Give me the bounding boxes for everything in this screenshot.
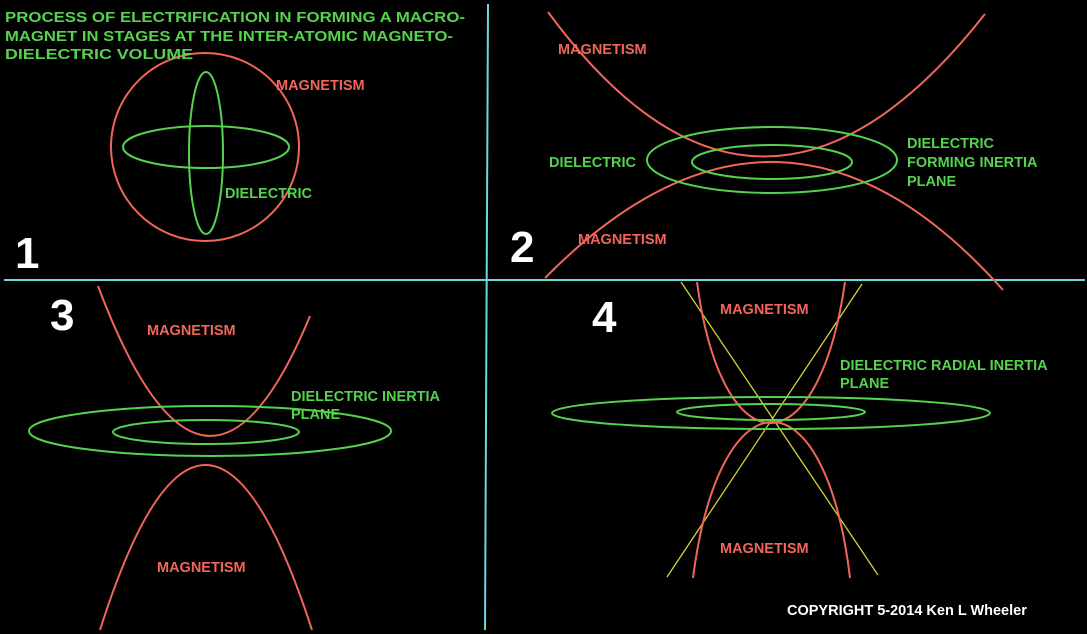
copyright-text: COPYRIGHT 5-2014 Ken L Wheeler — [787, 603, 1027, 619]
divider-vertical — [484, 3, 489, 631]
p3-dielectric-inner-ellipse — [112, 419, 300, 445]
p3-magnetism-bottom-label: MAGNETISM — [157, 560, 246, 576]
p2-dielectric-inner-ellipse — [691, 144, 853, 180]
p2-forming-label-line-1: DIELECTRIC — [907, 136, 995, 152]
p1-magnetism-circle — [110, 52, 300, 242]
p4-radial-label-line-2: PLANE — [840, 376, 889, 392]
p4-radial-label-line-1: DIELECTRIC RADIAL INERTIA — [840, 358, 1048, 374]
p2-magnetism-bottom-arc — [544, 160, 1004, 291]
p2-magnetism-top-label: MAGNETISM — [558, 42, 647, 58]
p4-magnetism-top-label: MAGNETISM — [720, 302, 809, 318]
p1-dielectric-horizontal-ellipse — [122, 125, 290, 169]
p2-dielectric-outer-ellipse — [646, 126, 898, 194]
p4-magnetism-bottom-label: MAGNETISM — [720, 541, 809, 557]
title-line-1: PROCESS OF ELECTRIFICATION IN FORMING A … — [5, 10, 465, 26]
panel-number-4: 4 — [592, 293, 617, 342]
p2-forming-label-line-2: FORMING INERTIA — [907, 155, 1038, 171]
p2-magnetism-top-arc — [547, 11, 986, 158]
p3-magnetism-top-arc — [97, 285, 311, 437]
p1-dielectric-label: DIELECTRIC — [225, 186, 313, 202]
p1-magnetism-label: MAGNETISM — [276, 78, 365, 94]
p2-magnetism-bottom-label: MAGNETISM — [578, 232, 667, 248]
p2-dielectric-label: DIELECTRIC — [549, 155, 637, 171]
p4-magnetism-bottom-curve — [692, 421, 851, 579]
p3-dielectric-outer-ellipse — [28, 405, 392, 457]
p4-axis-line-right — [666, 283, 863, 578]
title-line-3: DIELECTRIC VOLUME — [5, 47, 193, 63]
p4-dielectric-inner-ellipse — [676, 403, 866, 421]
panel-number-1: 1 — [15, 229, 39, 278]
title-line-2: MAGNET IN STAGES AT THE INTER-ATOMIC MAG… — [5, 29, 453, 45]
p1-dielectric-vertical-ellipse — [188, 71, 224, 235]
p3-magnetism-top-label: MAGNETISM — [147, 323, 236, 339]
p3-magnetism-bottom-arc — [99, 464, 313, 631]
p3-inertia-label-line-1: DIELECTRIC INERTIA — [291, 389, 441, 405]
p4-dielectric-outer-ellipse — [551, 396, 991, 430]
p3-inertia-label-line-2: PLANE — [291, 407, 340, 423]
panel-number-2: 2 — [510, 223, 534, 272]
panel-number-3: 3 — [50, 291, 74, 340]
p2-forming-label-line-3: PLANE — [907, 174, 956, 190]
